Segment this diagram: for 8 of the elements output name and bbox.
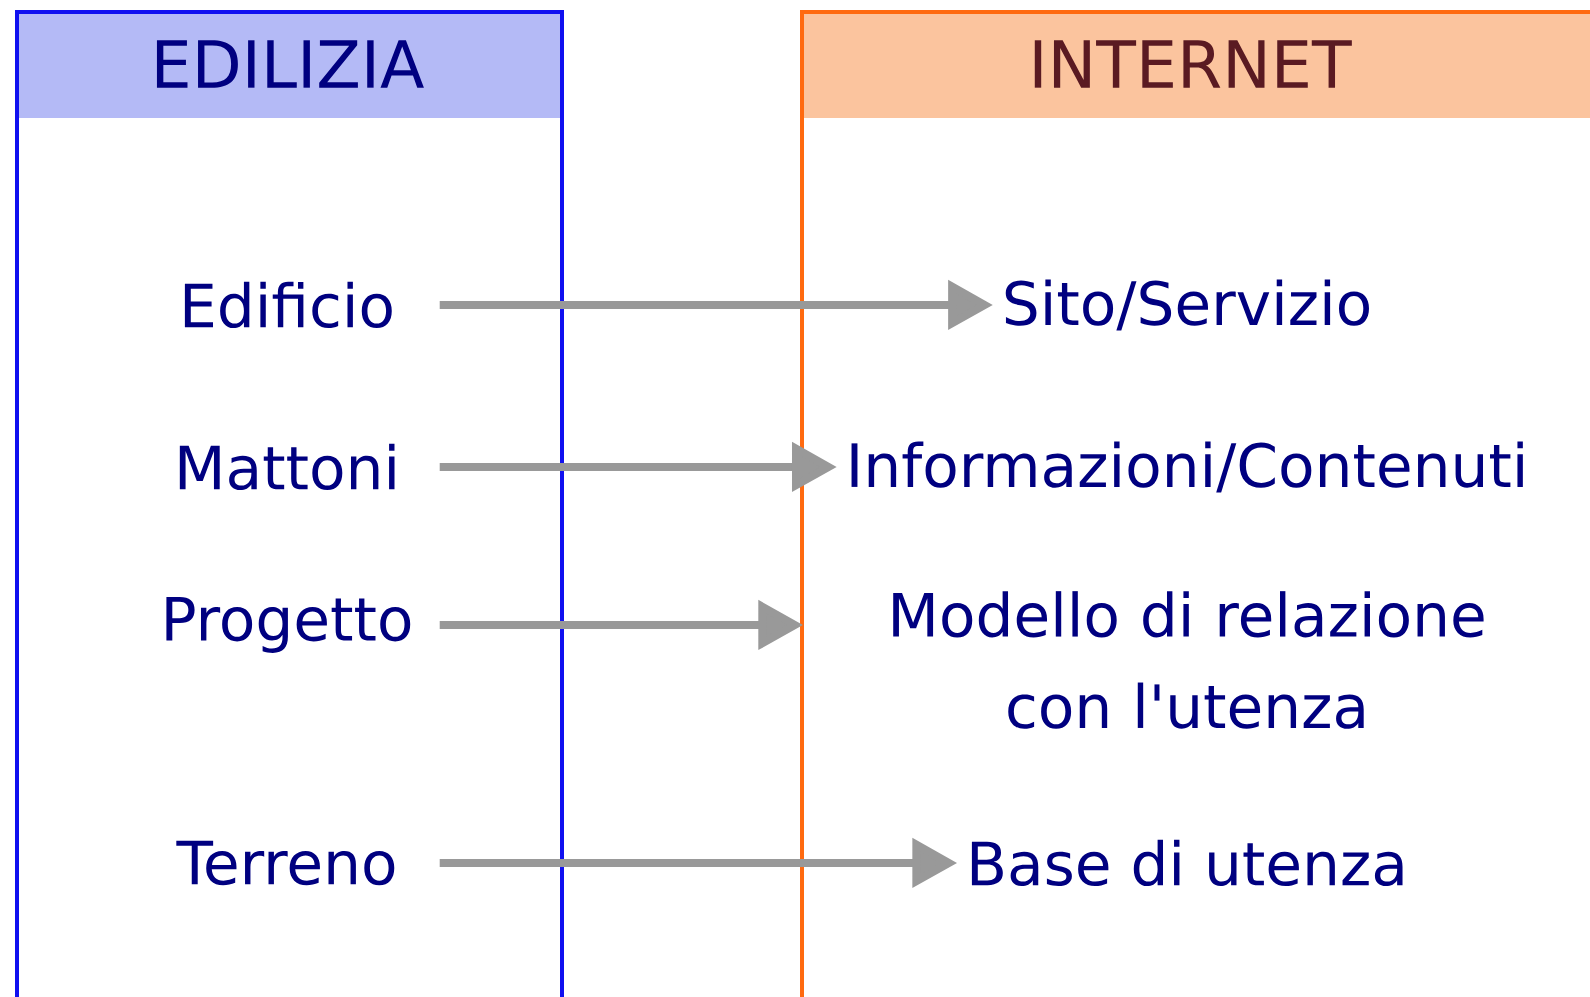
- item-label: Mattoni: [179, 443, 395, 491]
- item-label: Progetto: [166, 597, 411, 653]
- item-label: Base di utenza: [971, 839, 1403, 887]
- item-label: Sito/Servizio: [1005, 279, 1369, 331]
- item-label: Edificio: [184, 281, 392, 329]
- item-label: Informazioni/Contenuti: [851, 441, 1523, 493]
- item-label: Terreno: [176, 840, 395, 886]
- item-label: Modello di relazione con l'utenza: [893, 591, 1484, 729]
